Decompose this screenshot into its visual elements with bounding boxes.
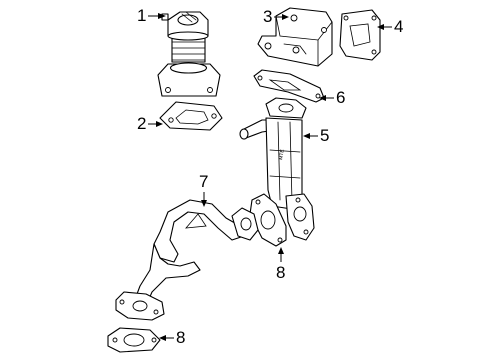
egr-valve-gasket: [159, 101, 223, 131]
bracket: [257, 7, 333, 67]
callout-1: 1: [137, 6, 147, 25]
leader-lines: [148, 13, 392, 341]
egr-cooler: MTE: [239, 97, 315, 241]
callout-7: 7: [199, 172, 209, 191]
svg-text:MTE: MTE: [278, 148, 286, 160]
egr-pipe: [115, 199, 259, 321]
callout-4: 4: [394, 17, 404, 36]
callout-8-upper: 8: [276, 263, 286, 282]
callout-3: 3: [263, 7, 273, 26]
callout-6: 6: [336, 88, 346, 107]
callout-8-lower: 8: [176, 328, 186, 347]
pipe-gasket-lower: [107, 327, 161, 353]
cooler-gasket: [253, 69, 325, 103]
gasket: [339, 9, 381, 61]
callout-5: 5: [320, 126, 330, 145]
callout-2: 2: [137, 114, 147, 133]
egr-valve: [157, 11, 221, 97]
